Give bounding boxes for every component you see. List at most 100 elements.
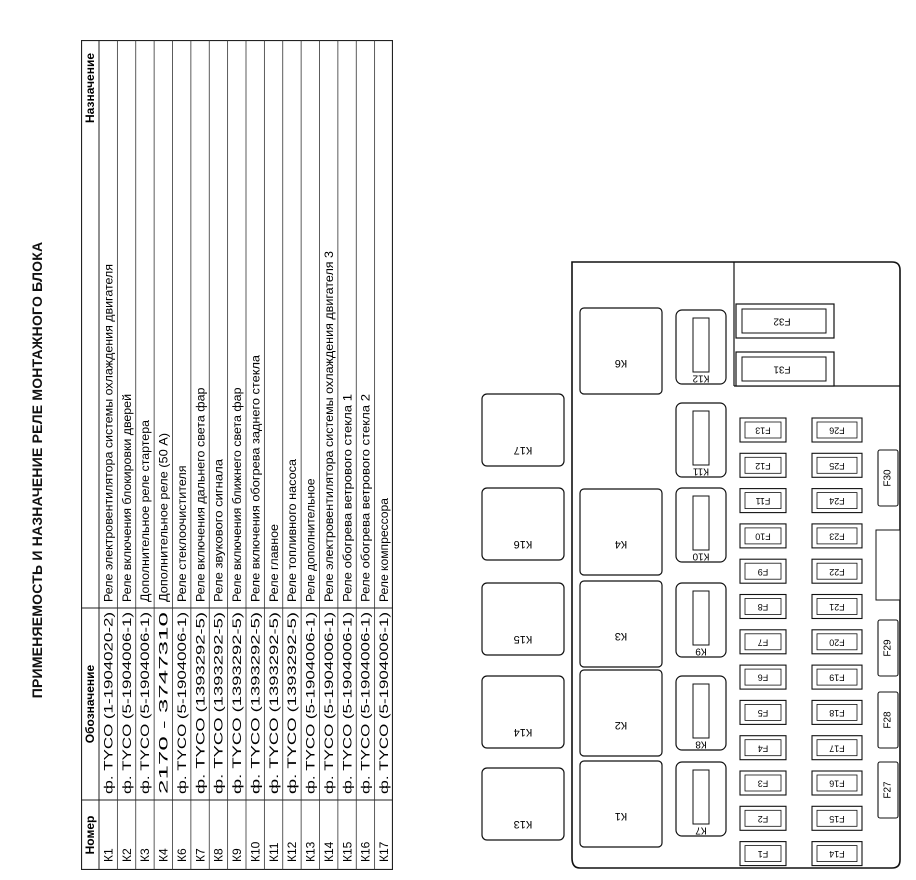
relay-к1: К1 (579, 760, 663, 848)
fuse-inner (816, 703, 858, 721)
relay-body (481, 675, 565, 749)
fuse-inner (744, 421, 782, 439)
fuse-label: F21 (829, 602, 845, 612)
relay-label: К2 (615, 719, 628, 731)
fuse-f13: F13 (739, 417, 787, 443)
relay-к8: К8 (675, 675, 727, 751)
relay-slot (692, 769, 710, 825)
relay-body (481, 582, 565, 656)
relay-label: К12 (692, 372, 709, 383)
relay-body (481, 767, 565, 841)
row-designation: ф. TYCO (5-1904006-1) (377, 612, 391, 794)
fuse-inner (741, 308, 827, 334)
row-number: К13 (304, 841, 318, 862)
fuse-f21: F21 (811, 593, 863, 620)
relay-label: К14 (514, 726, 533, 738)
relay-label: К11 (692, 465, 709, 476)
row-number: К16 (359, 841, 373, 862)
fuse-f24: F24 (811, 488, 863, 514)
relay-label: К3 (615, 630, 628, 642)
fuse-inner (744, 633, 782, 651)
row-number: К17 (377, 841, 391, 862)
relay-slot (692, 410, 710, 466)
row-designation: ф. TYCO (5-1904006-1) (175, 612, 189, 794)
fuse-inner (816, 668, 858, 686)
row-purpose: Реле электровентилятора системы охлажден… (322, 251, 336, 602)
fuse-label: F14 (829, 849, 845, 859)
fuse-label: F13 (755, 426, 771, 436)
fuse-f17: F17 (811, 735, 863, 761)
relay-slot (692, 317, 710, 373)
fuse-label: F8 (758, 602, 769, 612)
relay-label: К13 (514, 818, 533, 830)
fuse-inner (816, 492, 858, 510)
row-designation: ф. TYCO (1393292-5) (285, 612, 299, 794)
row-purpose: Реле главное (267, 524, 281, 602)
fuse-inner (816, 845, 858, 862)
fuse-f14: F14 (811, 841, 863, 867)
row-designation: ф. TYCO (1393292-5) (212, 612, 226, 794)
fuse-label: F31 (773, 363, 791, 374)
row-purpose: Реле включения блокировки дверей (120, 394, 134, 602)
table-row: К2ф. TYCO (5-1904006-1)Реле включения бл… (120, 394, 134, 862)
row-designation: 2170 - 3747310 (157, 611, 171, 794)
row-designation: ф. TYCO (5-1904006-1) (359, 612, 373, 794)
relay-label: К4 (615, 538, 628, 550)
row-number: К7 (193, 848, 207, 862)
row-designation: ф. TYCO (1393292-5) (248, 612, 262, 794)
fuse-label: F2 (758, 814, 769, 824)
row-number: К9 (230, 848, 244, 862)
fuse-body (877, 449, 899, 507)
fuse-inner (744, 562, 782, 580)
row-designation: ф. TYCO (1-1904020-2) (101, 612, 115, 794)
table-row: К8ф. TYCO (1393292-5)Реле звукового сигн… (212, 459, 226, 862)
table-row: К3ф. TYCO (5-1904006-1)Дополнительное ре… (138, 420, 152, 862)
fuse-f15: F15 (811, 805, 863, 831)
relay-slot (692, 590, 710, 646)
fuse-inner (744, 774, 782, 792)
relay-к12: К12 (675, 309, 727, 385)
relay-label: К15 (514, 633, 533, 645)
fuse-inner (744, 739, 782, 757)
fuse-label: F10 (755, 532, 771, 542)
row-number: К12 (285, 841, 299, 862)
connector-bar (875, 529, 901, 601)
fuse-label: F9 (758, 567, 769, 577)
fuse-f10: F10 (739, 523, 787, 549)
fuse-label: F19 (829, 673, 845, 683)
row-purpose: Реле обогрева ветрового стекла 1 (340, 394, 354, 602)
fuse-inner (816, 809, 858, 827)
fuse-f23: F23 (811, 523, 863, 549)
relay-к2: К2 (579, 669, 663, 757)
header-number: Номер (83, 816, 97, 855)
relay-к3: К3 (579, 580, 663, 668)
fuse-body (877, 691, 899, 749)
relay-к10: К10 (675, 487, 727, 563)
fuse-f30: F30 (877, 449, 899, 507)
row-purpose: Дополнительное реле (50 А) (157, 433, 171, 602)
fuse-f19: F19 (811, 664, 863, 690)
relay-к4: К4 (579, 488, 663, 576)
relay-label: К8 (695, 738, 707, 749)
fuse-label: F30 (883, 469, 894, 487)
fuse-inner (816, 527, 858, 545)
fuse-inner (744, 809, 782, 827)
fuse-f22: F22 (811, 558, 863, 584)
fuse-inner (816, 456, 858, 474)
fuse-label: F3 (758, 779, 769, 789)
fuse-label: F1 (758, 849, 769, 859)
row-number: К11 (267, 842, 281, 862)
fuse-f3: F3 (739, 770, 787, 796)
fuse-f2: F2 (739, 805, 787, 831)
fuse-f8: F8 (739, 593, 787, 620)
fuse-inner (744, 527, 782, 545)
fuse-label: F26 (829, 426, 845, 436)
fuse-f26: F26 (811, 417, 863, 443)
fuse-f29: F29 (877, 619, 899, 677)
relay-label: К1 (615, 810, 628, 822)
